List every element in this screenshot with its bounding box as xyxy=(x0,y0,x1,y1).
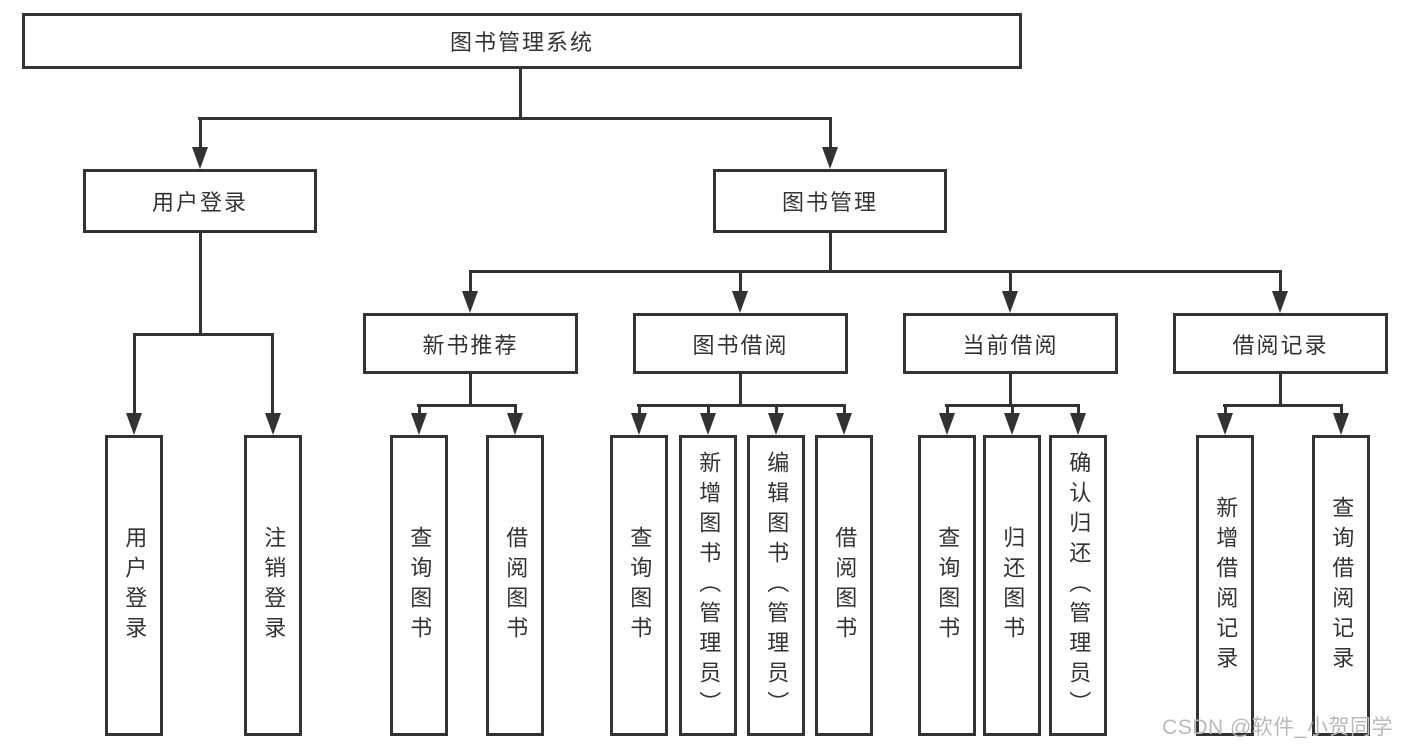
arrow-down-icon xyxy=(836,413,852,435)
leaf-logout: 注销登录 xyxy=(244,435,302,736)
leaf-edit-books-admin-label: 编辑图书（管理员） xyxy=(764,450,790,721)
node-book-borrowing: 图书借阅 xyxy=(633,313,848,374)
arrow-down-icon xyxy=(1217,413,1233,435)
arrow-down-icon xyxy=(939,413,955,435)
arrow-down-icon xyxy=(507,413,523,435)
leaf-user-login: 用户登录 xyxy=(105,435,163,736)
leaf-borrow-books: 借阅图书 xyxy=(815,435,873,736)
connector-stem xyxy=(1279,270,1282,293)
arrow-down-icon xyxy=(265,413,281,435)
arrow-down-icon xyxy=(768,413,784,435)
leaf-add-books-admin: 新增图书（管理员） xyxy=(679,435,737,736)
connector-stem xyxy=(418,404,421,416)
leaf-recommend-query-books: 查询图书 xyxy=(390,435,448,736)
leaf-add-books-admin-label: 新增图书（管理员） xyxy=(696,450,722,721)
arrow-down-icon xyxy=(1004,413,1020,435)
connector-stem xyxy=(469,270,472,293)
connector-stem xyxy=(133,333,136,415)
connector-stem xyxy=(775,404,778,416)
arrow-down-icon xyxy=(1333,413,1349,435)
csdn-watermark: CSDN @软件_小贺同学 xyxy=(1162,716,1393,739)
leaf-recommend-borrow-books-label: 借阅图书 xyxy=(503,525,529,646)
arrow-down-icon xyxy=(462,291,478,313)
connector-vline xyxy=(199,233,202,336)
connector-vline xyxy=(739,374,742,407)
leaf-query-borrow-record-label: 查询借阅记录 xyxy=(1329,495,1355,676)
connector-stem xyxy=(638,404,641,416)
leaf-return-books-label: 归还图书 xyxy=(1000,525,1026,646)
connector-stem xyxy=(843,404,846,416)
connector-hline xyxy=(469,270,1282,273)
connector-stem xyxy=(1077,404,1080,416)
connector-stem xyxy=(514,404,517,416)
arrow-down-icon xyxy=(1002,291,1018,313)
connector-stem xyxy=(1009,270,1012,293)
connector-vline xyxy=(829,233,832,273)
arrow-down-icon xyxy=(1272,291,1288,313)
connector-stem xyxy=(946,404,949,416)
leaf-recommend-query-books-label: 查询图书 xyxy=(407,525,433,646)
connector-hline xyxy=(133,333,274,336)
leaf-current-query-books: 查询图书 xyxy=(918,435,976,736)
leaf-confirm-return-admin: 确认归还（管理员） xyxy=(1049,435,1107,736)
connector-hline xyxy=(417,404,517,407)
arrow-down-icon xyxy=(700,413,716,435)
connector-vline xyxy=(1009,374,1012,407)
connector-stem xyxy=(1340,404,1343,416)
leaf-add-borrow-record-label: 新增借阅记录 xyxy=(1213,495,1239,676)
leaf-borrow-query-books: 查询图书 xyxy=(610,435,668,736)
arrow-down-icon xyxy=(732,291,748,313)
leaf-logout-label: 注销登录 xyxy=(261,525,287,646)
connector-stem xyxy=(829,117,832,149)
node-current-borrowing: 当前借阅 xyxy=(903,313,1118,374)
arrow-down-icon xyxy=(126,413,142,435)
connector-hline xyxy=(637,404,846,407)
connector-stem xyxy=(1011,404,1014,416)
connector-vline xyxy=(519,69,522,118)
arrow-down-icon xyxy=(1070,413,1086,435)
leaf-borrow-books-label: 借阅图书 xyxy=(832,525,858,646)
node-library-management-system: 图书管理系统 xyxy=(22,13,1022,69)
leaf-current-query-books-label: 查询图书 xyxy=(935,525,961,646)
connector-stem xyxy=(1224,404,1227,416)
connector-stem xyxy=(739,270,742,293)
arrow-down-icon xyxy=(631,413,647,435)
arrow-down-icon xyxy=(192,147,208,169)
leaf-borrow-query-books-label: 查询图书 xyxy=(627,525,653,646)
leaf-add-borrow-record: 新增借阅记录 xyxy=(1196,435,1254,736)
arrow-down-icon xyxy=(822,147,838,169)
node-borrowing-records: 借阅记录 xyxy=(1173,313,1388,374)
leaf-user-login-label: 用户登录 xyxy=(122,525,148,646)
connector-hline xyxy=(198,117,832,120)
node-new-book-recommendation: 新书推荐 xyxy=(363,313,578,374)
connector-hline xyxy=(1223,404,1343,407)
connector-vline xyxy=(1279,374,1282,407)
leaf-edit-books-admin: 编辑图书（管理员） xyxy=(747,435,805,736)
connector-vline xyxy=(469,374,472,407)
connector-stem xyxy=(271,333,274,415)
leaf-return-books: 归还图书 xyxy=(983,435,1041,736)
node-user-login: 用户登录 xyxy=(83,169,317,233)
arrow-down-icon xyxy=(411,413,427,435)
leaf-confirm-return-admin-label: 确认归还（管理员） xyxy=(1066,450,1092,721)
leaf-query-borrow-record: 查询借阅记录 xyxy=(1312,435,1370,736)
leaf-recommend-borrow-books: 借阅图书 xyxy=(486,435,544,736)
connector-stem xyxy=(199,117,202,149)
connector-stem xyxy=(707,404,710,416)
node-book-management: 图书管理 xyxy=(713,169,947,233)
